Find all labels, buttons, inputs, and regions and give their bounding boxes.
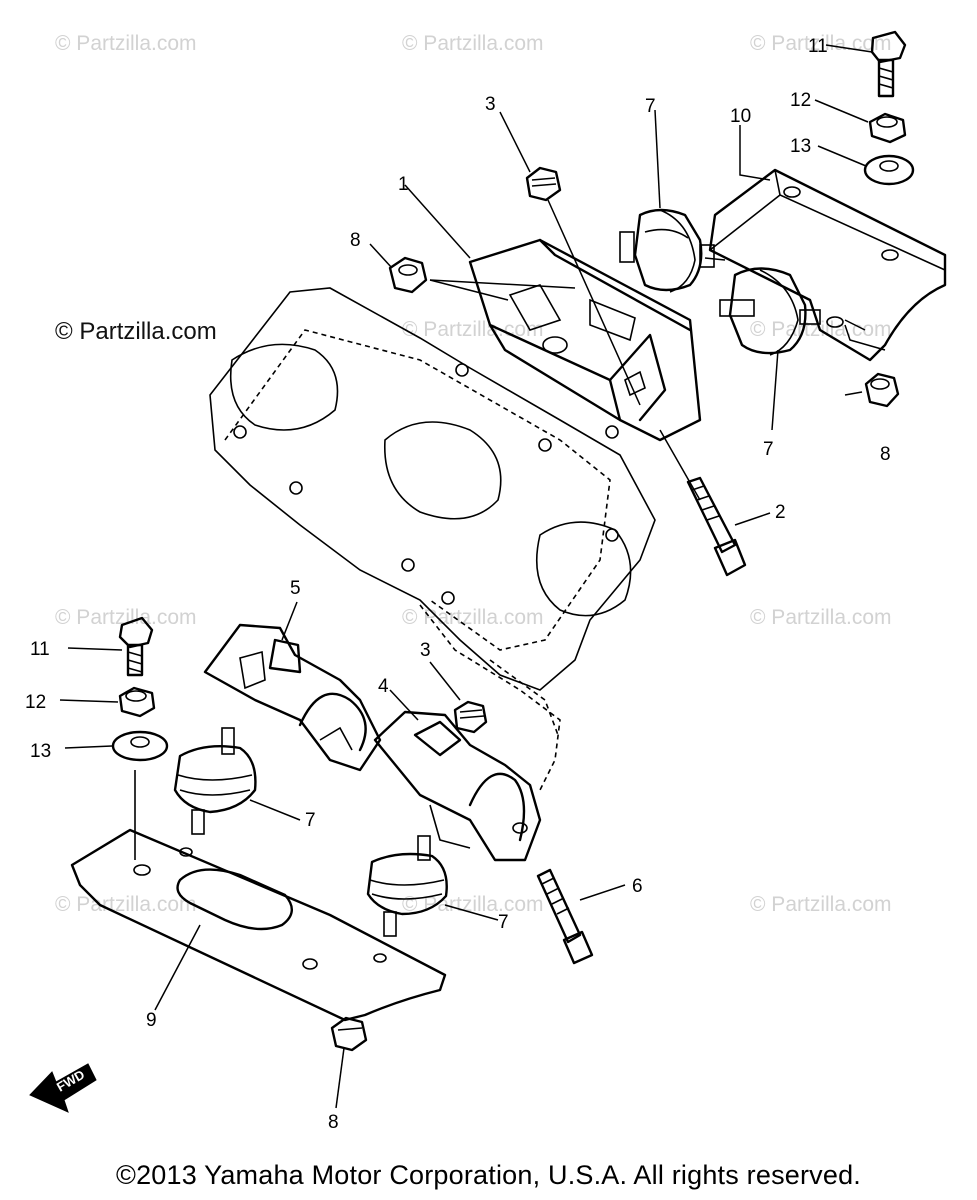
callout-5: 5 xyxy=(290,578,301,599)
washer-13-upper xyxy=(863,154,915,186)
lower-bracket-5 xyxy=(203,623,382,772)
copyright-notice: ©2013 Yamaha Motor Corporation, U.S.A. A… xyxy=(115,1160,862,1190)
callout-7: 7 xyxy=(498,912,509,933)
rubber-mount-upper-a xyxy=(619,208,715,293)
nut-12-upper xyxy=(868,112,907,144)
bolt-2 xyxy=(686,476,747,577)
callout-11: 11 xyxy=(30,639,50,660)
nut-8-lower xyxy=(330,1016,368,1052)
callout-3: 3 xyxy=(420,640,431,661)
callout-4: 4 xyxy=(378,676,389,697)
callout-13: 13 xyxy=(790,136,811,157)
nut-8-right xyxy=(864,372,900,408)
callout-13: 13 xyxy=(30,741,51,762)
watermark: © Partzilla.com xyxy=(55,606,197,629)
nut-8-upper-left xyxy=(388,256,428,294)
callout-labels: 11 12 13 10 7 3 1 8 7 8 2 5 11 3 4 12 13… xyxy=(25,36,891,1133)
bolt-11-upper xyxy=(870,30,907,98)
watermark: © Partzilla.com xyxy=(55,32,197,55)
callout-12: 12 xyxy=(790,90,811,111)
callout-8: 8 xyxy=(880,444,891,465)
callout-12: 12 xyxy=(25,692,46,713)
rubber-mount-upper-b xyxy=(719,267,821,356)
watermark: © Partzilla.com xyxy=(55,893,197,916)
callout-3: 3 xyxy=(485,94,496,115)
watermark-main: © Partzilla.com xyxy=(55,318,217,345)
callout-2: 2 xyxy=(775,502,786,523)
upper-engine-bracket xyxy=(468,238,702,442)
cylinder-block-outline xyxy=(209,287,656,791)
bolt-11-lower xyxy=(118,616,154,677)
callout-6: 6 xyxy=(632,876,643,897)
bolt-6 xyxy=(536,868,594,965)
callout-7: 7 xyxy=(305,810,316,831)
watermark: © Partzilla.com xyxy=(402,606,544,629)
callout-1: 1 xyxy=(398,174,409,195)
mount-plate-lower xyxy=(70,770,447,1022)
watermark: © Partzilla.com xyxy=(750,893,892,916)
callout-10: 10 xyxy=(730,106,751,127)
nut-3-lower xyxy=(453,700,488,734)
callout-7: 7 xyxy=(763,439,774,460)
watermark: © Partzilla.com xyxy=(402,893,544,916)
callout-7: 7 xyxy=(645,96,656,117)
washer-13-lower xyxy=(111,730,169,762)
leader-lines xyxy=(59,44,886,1109)
watermark: © Partzilla.com xyxy=(750,606,892,629)
mount-plate-upper xyxy=(708,168,947,362)
callout-11: 11 xyxy=(808,36,828,57)
nut-12-lower xyxy=(118,686,156,718)
rubber-mount-lower-a xyxy=(173,727,257,835)
rubber-mount-lower-b xyxy=(366,835,448,937)
callout-9: 9 xyxy=(146,1010,157,1031)
watermark: © Partzilla.com xyxy=(402,318,544,341)
callout-8: 8 xyxy=(350,230,361,251)
forward-arrow-icon: FWD xyxy=(29,1063,97,1113)
callout-8: 8 xyxy=(328,1112,339,1133)
lower-bracket-4 xyxy=(373,710,542,862)
nut-3-upper xyxy=(525,166,562,202)
watermark: © Partzilla.com xyxy=(402,32,544,55)
